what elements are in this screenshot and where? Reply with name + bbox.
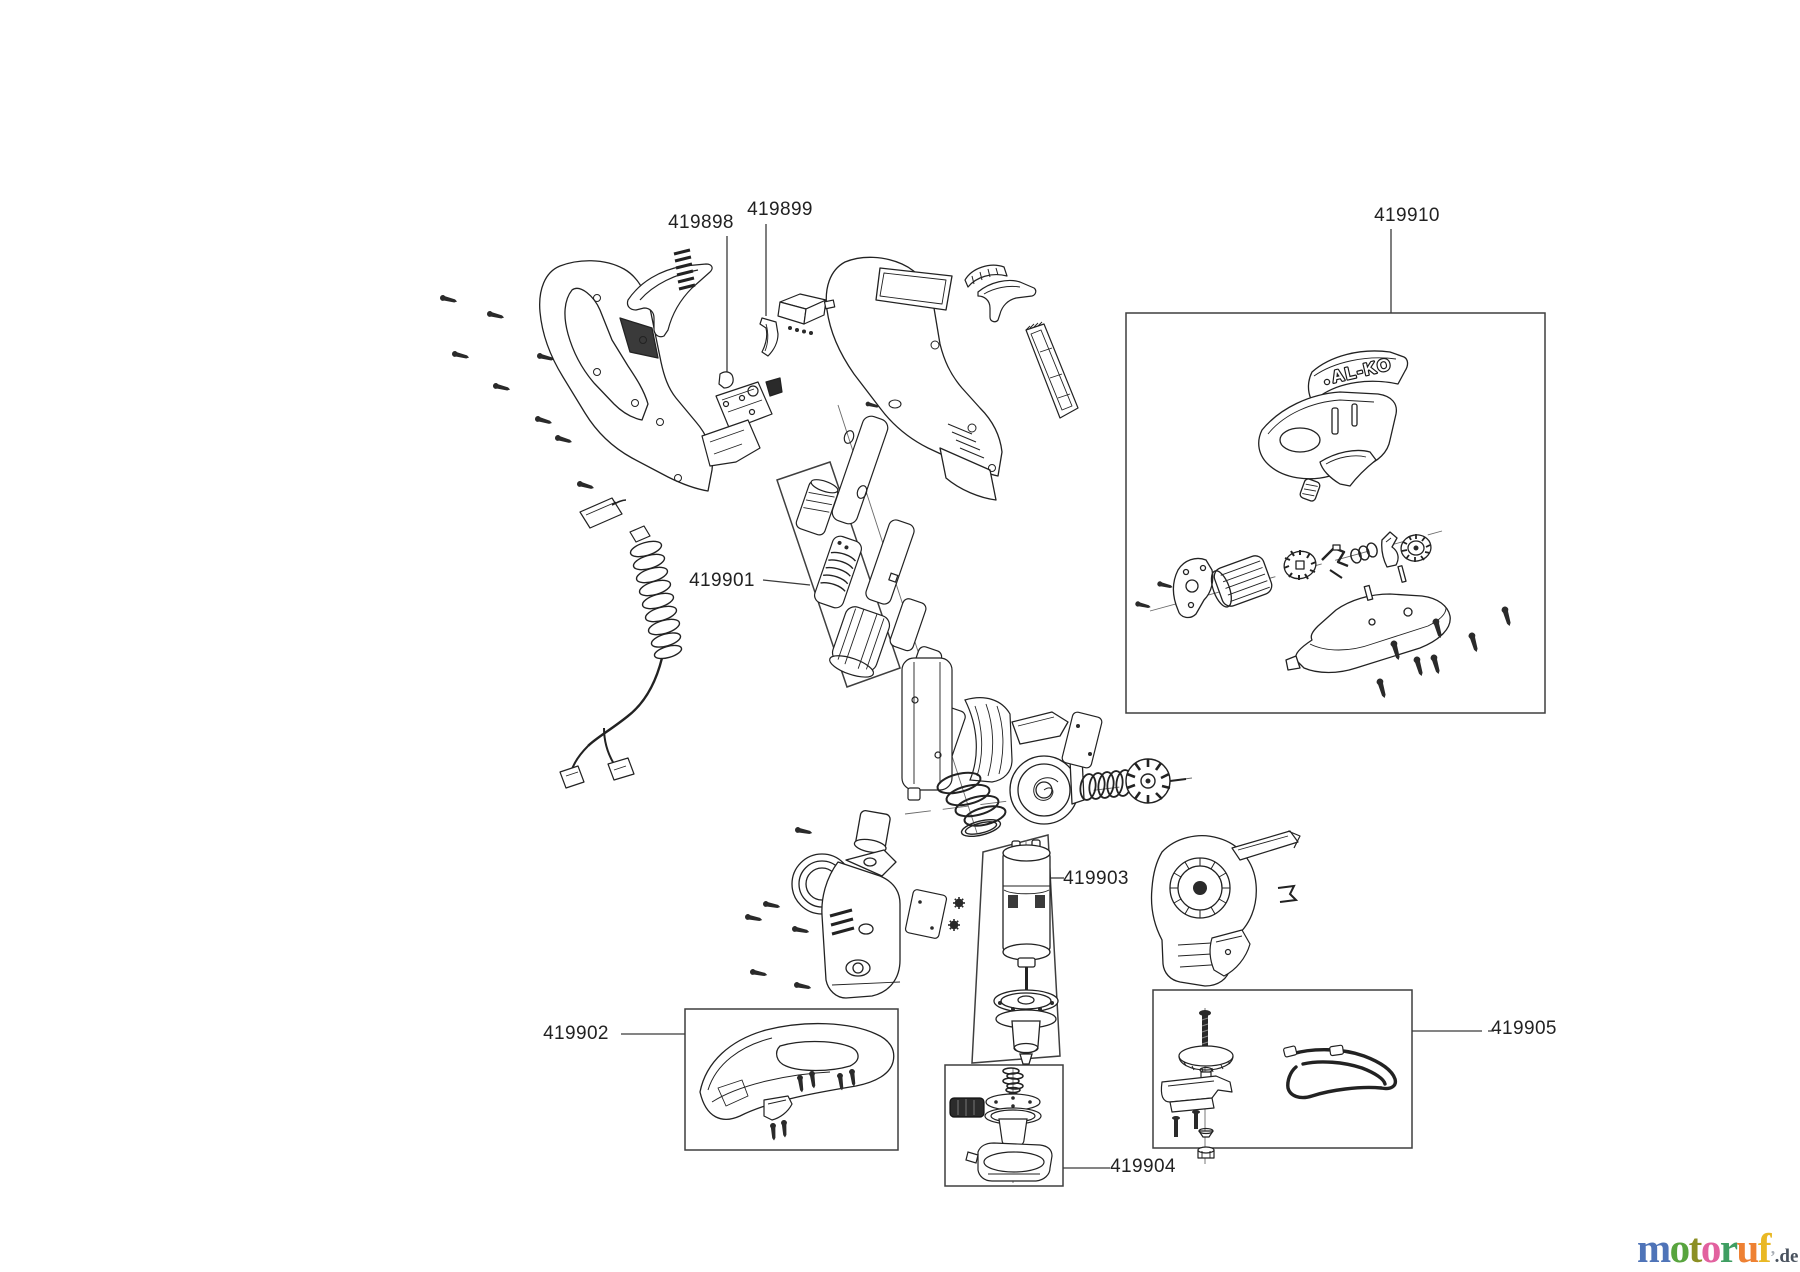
clutch-spring-small xyxy=(1079,769,1133,801)
cable-assembly xyxy=(559,497,683,789)
head-kit-419910: AL-KO xyxy=(1172,350,1451,674)
part-label-419903: 419903 xyxy=(1063,868,1129,889)
shaft-couplers-419901 xyxy=(795,479,891,678)
motor-assembly-419903 xyxy=(993,839,1059,1065)
mount-bracket-part xyxy=(1209,929,1251,977)
trigger-lever xyxy=(626,248,713,338)
part-label-419899: 419899 xyxy=(747,199,813,220)
leader-lines xyxy=(621,224,1494,1169)
leader-419901 xyxy=(762,579,811,586)
logo-letter-o2: o xyxy=(1700,1225,1722,1271)
logo-letter-f: f xyxy=(1757,1225,1772,1271)
logo-tick: ’ xyxy=(1769,1247,1776,1266)
cable-clamp-419899 xyxy=(759,317,779,357)
shaft-top-hardware xyxy=(865,399,902,410)
part-label-419902: 419902 xyxy=(543,1023,609,1044)
part-label-419898: 419898 xyxy=(668,212,734,233)
bracket-kit-419905 xyxy=(1160,1010,1234,1159)
logo-letter-u: u xyxy=(1736,1225,1760,1271)
motoruf-watermark: motoruf’.de xyxy=(1637,1226,1798,1272)
curved-cover-panel xyxy=(964,697,1013,783)
box-419905 xyxy=(1152,989,1413,1149)
head-cover-plate xyxy=(904,889,948,939)
part-label-419905: 419905 xyxy=(1491,1018,1557,1039)
o-ring xyxy=(960,818,1002,838)
star-nut-1 xyxy=(952,896,966,910)
coil-boot xyxy=(629,540,683,660)
cover-strip xyxy=(1025,321,1079,419)
grip-cap xyxy=(964,264,1008,288)
logo-suffix: .de xyxy=(1774,1246,1799,1267)
fan-wheel xyxy=(1125,758,1187,804)
box-419910 xyxy=(1125,312,1546,714)
box-419904 xyxy=(944,1064,1064,1187)
side-strip xyxy=(1231,830,1301,861)
head-screws xyxy=(744,826,813,991)
guard-bracket xyxy=(763,1095,793,1121)
part-label-419910: 419910 xyxy=(1374,205,1440,226)
retainer-clip xyxy=(1277,884,1299,903)
hanging-hook-bracket xyxy=(977,279,1037,323)
handle-wire-419905 xyxy=(1283,1044,1398,1100)
guard-cover-419902 xyxy=(699,1022,895,1120)
drive-spring-large xyxy=(936,771,1007,827)
right-housing-half xyxy=(825,256,1003,501)
switch-block-419899 xyxy=(777,293,836,335)
spool-head-419904 xyxy=(949,1067,1053,1182)
left-housing-half xyxy=(539,260,714,492)
star-nut-2 xyxy=(947,918,961,932)
box-419901 xyxy=(776,461,901,688)
clutch-cover-plate xyxy=(1061,711,1103,769)
logo-letter-o1: o xyxy=(1669,1225,1691,1271)
trimmer-head-housing xyxy=(791,809,901,999)
logo-letter-m: m xyxy=(1637,1225,1671,1271)
part-label-419904: 419904 xyxy=(1110,1156,1176,1177)
logo-letter-t: t xyxy=(1688,1225,1703,1271)
part-group-boxes xyxy=(684,312,1546,1187)
switch-assembly-419898 xyxy=(701,371,783,467)
part-label-419901: 419901 xyxy=(689,570,755,591)
box-419902 xyxy=(684,1008,899,1151)
lower-shaft-housing xyxy=(901,657,953,801)
trigger-spring xyxy=(673,248,696,291)
logo-letter-r: r xyxy=(1719,1225,1738,1271)
